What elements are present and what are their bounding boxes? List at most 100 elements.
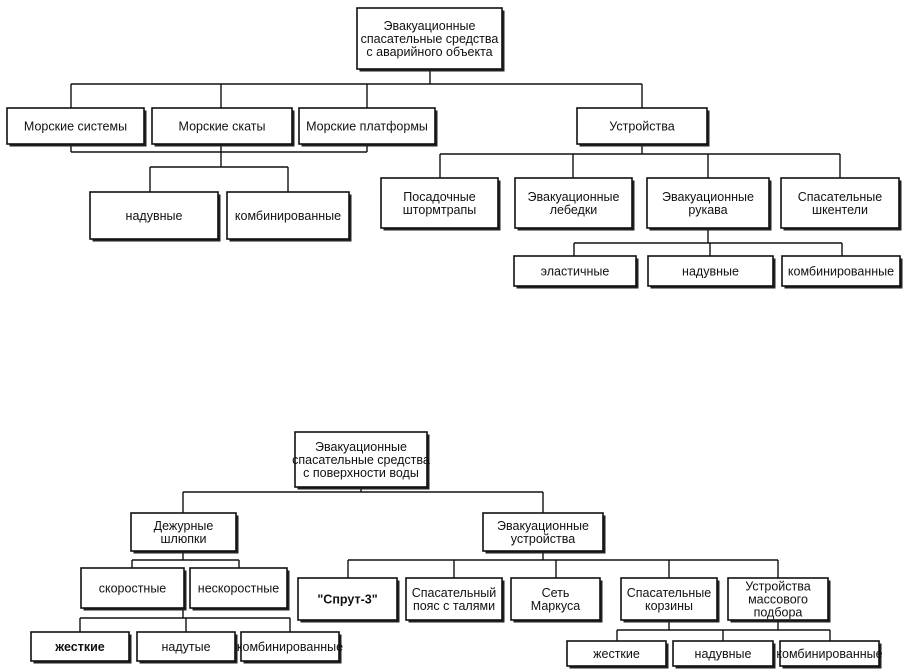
node-label-line: Морские платформы — [306, 120, 428, 134]
node-label-line: надувные — [126, 209, 183, 223]
node-box — [672, 640, 774, 667]
node-box — [151, 107, 293, 145]
node-tree2-boats-combined: комбинированные — [237, 631, 343, 664]
node-label-line: пояс с талями — [413, 599, 495, 613]
node-box — [576, 107, 708, 145]
node-box — [80, 567, 185, 609]
node-label-line: спасательные средства — [292, 453, 430, 467]
node-box — [380, 177, 499, 229]
node-box — [356, 7, 503, 70]
node-label-line: Спасательные — [627, 586, 711, 600]
node-box — [513, 255, 637, 287]
node-label-line: Эвакуационные — [497, 519, 589, 533]
node-tree2-boats-rigid: жесткие — [30, 631, 132, 664]
node-label-line: Морские скаты — [179, 120, 266, 134]
node-label-line: Спасательные — [798, 190, 882, 204]
node-label-line: Маркуса — [531, 599, 580, 613]
node-box — [781, 255, 901, 287]
node-box — [6, 107, 145, 145]
node-tree2-boats-slow: нескоростные — [189, 567, 290, 611]
node-box — [130, 512, 237, 552]
node-box — [482, 512, 604, 552]
node-box — [510, 577, 601, 621]
node-label-line: шкентели — [812, 203, 868, 217]
node-box — [647, 255, 774, 287]
node-box — [189, 567, 288, 609]
node-label-line: Дежурные — [154, 519, 214, 533]
node-label-line: массового — [748, 593, 808, 607]
node-label-line: подбора — [754, 606, 803, 620]
node-tree1-devices: Устройства — [576, 107, 710, 147]
node-label-line: комбинированные — [237, 640, 343, 654]
node-label-line: штормтрапы — [403, 203, 477, 217]
node-tree1-sleeves-combined: комбинированные — [781, 255, 903, 289]
node-tree1-marine-platforms: Морские платформы — [298, 107, 438, 147]
node-label-line: Морские системы — [24, 120, 127, 134]
node-box — [780, 177, 900, 229]
node-label-line: шлюпки — [161, 532, 207, 546]
node-box — [620, 577, 718, 621]
node-tree2-baskets-combined: комбинированные — [776, 640, 883, 669]
node-tree1-marine-slides: Морские скаты — [151, 107, 295, 147]
node-label-line: Эвакуационные — [315, 440, 407, 454]
node-label-line: с аварийного объекта — [366, 45, 492, 59]
node-label-line: Сеть — [542, 586, 570, 600]
node-label-line: Эвакуационные — [662, 190, 754, 204]
node-label-line: Эвакуационные — [528, 190, 620, 204]
node-box — [136, 631, 236, 662]
node-label-line: Устройства — [609, 120, 674, 134]
node-label-line: надувные — [695, 647, 752, 661]
node-label-line: спасательные средства — [361, 32, 499, 46]
node-label-line: "Спрут-3" — [317, 593, 377, 607]
node-box — [294, 431, 428, 488]
node-label-line: Посадочные — [403, 190, 476, 204]
node-label-line: Спасательный — [412, 586, 496, 600]
node-label-line: устройства — [511, 532, 575, 546]
node-label-line: жесткие — [54, 640, 104, 654]
node-label-line: лебедки — [550, 203, 598, 217]
node-tree2-sprut3: "Спрут-3" — [297, 577, 400, 623]
node-label-line: комбинированные — [776, 647, 882, 661]
node-label-line: корзины — [645, 599, 693, 613]
node-tree2-boats-fast: скоростные — [80, 567, 187, 611]
node-box — [405, 577, 503, 621]
node-label-line: комбинированные — [235, 209, 341, 223]
node-box — [89, 191, 219, 240]
node-label-line: надутые — [161, 640, 210, 654]
node-label-line: рукава — [688, 203, 727, 217]
node-tree1-slides-inflatable: надувные — [89, 191, 221, 242]
node-tree1-slides-combined: комбинированные — [226, 191, 352, 242]
node-box — [226, 191, 350, 240]
node-box — [727, 577, 829, 621]
node-box — [30, 631, 130, 662]
node-label-line: с поверхности воды — [303, 466, 419, 480]
node-label-line: эластичные — [541, 265, 610, 279]
node-box — [646, 177, 770, 229]
node-label-line: скоростные — [99, 582, 167, 596]
node-label-line: Устройства — [745, 580, 810, 594]
node-box — [240, 631, 340, 662]
node-box — [514, 177, 633, 229]
node-tree1-marine-systems: Морские системы — [6, 107, 147, 147]
node-label-line: Эвакуационные — [384, 19, 476, 33]
node-box — [566, 640, 667, 667]
node-tree1-sleeves-inflatable: надувные — [647, 255, 776, 289]
node-label-line: надувные — [682, 265, 739, 279]
node-tree2-baskets-inflatable: надувные — [672, 640, 776, 669]
node-label-line: комбинированные — [788, 265, 894, 279]
node-tree1-sleeves-elastic: эластичные — [513, 255, 639, 289]
node-tree2-boats-inflatable: надутые — [136, 631, 238, 664]
node-label-line: жесткие — [593, 647, 640, 661]
